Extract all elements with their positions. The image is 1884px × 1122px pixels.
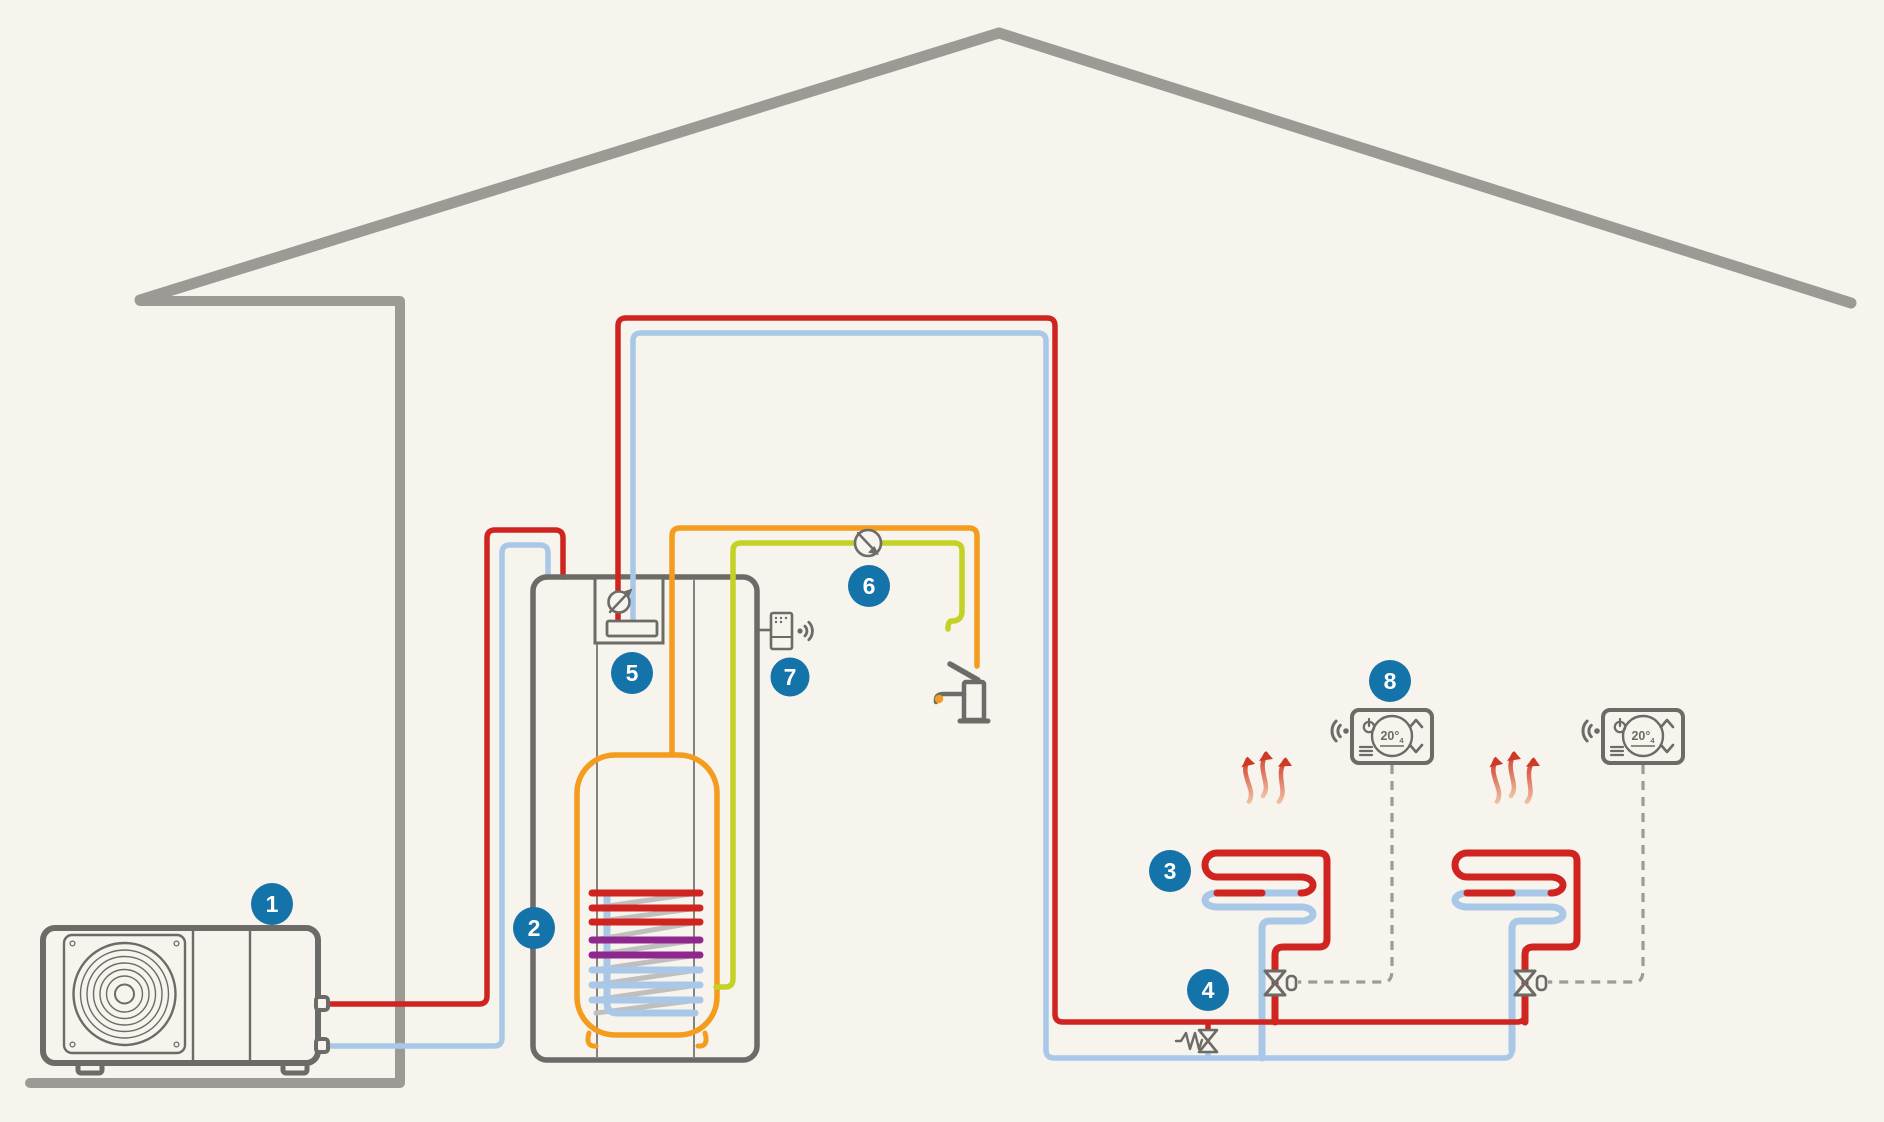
underfloor-loop-2-return	[1451, 889, 1567, 1054]
menu-icon	[1609, 745, 1625, 757]
svg-text:6: 6	[863, 573, 876, 599]
heat-rising-icon	[1240, 751, 1292, 803]
thermostat-2-control-line	[1548, 765, 1645, 984]
heat-rising-icon	[1488, 751, 1540, 803]
bypass-valve-icon	[1174, 1022, 1219, 1058]
svg-text:4: 4	[1202, 977, 1215, 1003]
fan-screw	[173, 940, 180, 947]
cold-water-pipe	[713, 540, 965, 990]
wireless-gateway	[757, 611, 814, 651]
underfloor-loop-2-flow	[1451, 849, 1581, 1026]
chevron-up-icon	[1408, 718, 1424, 729]
callout-6: 6	[848, 565, 890, 607]
heating-return-main-pipe	[630, 330, 1515, 1061]
fan-screw	[69, 1041, 76, 1048]
svg-text:1: 1	[266, 891, 279, 917]
callout-4: 4	[1187, 969, 1229, 1011]
fan-screw	[69, 940, 76, 947]
cylinder-outline	[574, 752, 720, 1038]
callout-2: 2	[513, 907, 555, 949]
spring-symbol	[1174, 1031, 1204, 1051]
wifi-signal-icon	[1330, 719, 1349, 743]
heat-pump-return-pipe	[321, 542, 551, 1049]
faucet-icon	[933, 661, 991, 724]
wifi-signal-icon	[1581, 719, 1600, 743]
temperature-display: 20°4	[1631, 729, 1655, 745]
domestic-hot-water-pipe	[669, 525, 980, 756]
temperature-display: 20°4	[1380, 729, 1404, 745]
heating-flow-main-pipe	[615, 315, 1528, 1025]
heat-exchanger-coil	[588, 889, 704, 1017]
wifi-signal-icon	[797, 620, 814, 642]
thermostat-2: 20°4	[1581, 708, 1685, 765]
callout-1: 1	[251, 883, 293, 925]
heat-pump-body	[40, 925, 321, 1066]
fan-screw	[173, 1041, 180, 1048]
svg-text:3: 3	[1164, 858, 1177, 884]
chevron-down-icon	[1408, 743, 1424, 754]
hot-water-cylinder	[574, 752, 720, 1049]
roof-left-line	[134, 27, 1005, 306]
heat-pump-flow-pipe	[321, 527, 566, 1007]
fan-frame	[62, 933, 187, 1055]
zone-valve-1-icon	[1263, 969, 1298, 997]
chevron-up-icon	[1659, 718, 1675, 729]
house-outline	[25, 27, 1857, 1088]
eave-wall-ground-line	[25, 296, 405, 1088]
zone-valve-2-icon	[1513, 969, 1548, 997]
heat-pump-outdoor-unit	[40, 925, 330, 1076]
dhw-pump-icon	[853, 528, 883, 558]
menu-icon	[1358, 745, 1374, 757]
return-port	[314, 1037, 330, 1054]
callout-5: 5	[611, 652, 653, 694]
callout-3: 3	[1149, 850, 1191, 892]
svg-text:5: 5	[626, 660, 639, 686]
svg-text:8: 8	[1384, 668, 1397, 694]
thermostat-1-control-line	[1298, 765, 1394, 984]
callout-8: 8	[1369, 660, 1411, 702]
underfloor-loop-1-flow	[1201, 849, 1331, 1026]
hydraulic-block	[605, 619, 659, 638]
water-drop-icon	[934, 694, 944, 704]
svg-text:2: 2	[528, 915, 541, 941]
flow-port	[314, 995, 330, 1012]
underfloor-loop-1-return	[1201, 889, 1317, 1062]
temperature-dial	[1621, 714, 1665, 758]
temperature-dial	[1370, 714, 1414, 758]
chevron-down-icon	[1659, 743, 1675, 754]
fan-grille-icon	[72, 941, 177, 1047]
callout-7: 7	[770, 657, 810, 697]
cylinder-foot-right	[695, 1030, 709, 1049]
thermostat-1: 20°4	[1330, 708, 1434, 765]
roof-right-line	[993, 27, 1857, 309]
svg-text:7: 7	[784, 664, 797, 690]
circulation-pump-icon	[607, 588, 633, 614]
cylinder-foot-left	[585, 1030, 599, 1049]
